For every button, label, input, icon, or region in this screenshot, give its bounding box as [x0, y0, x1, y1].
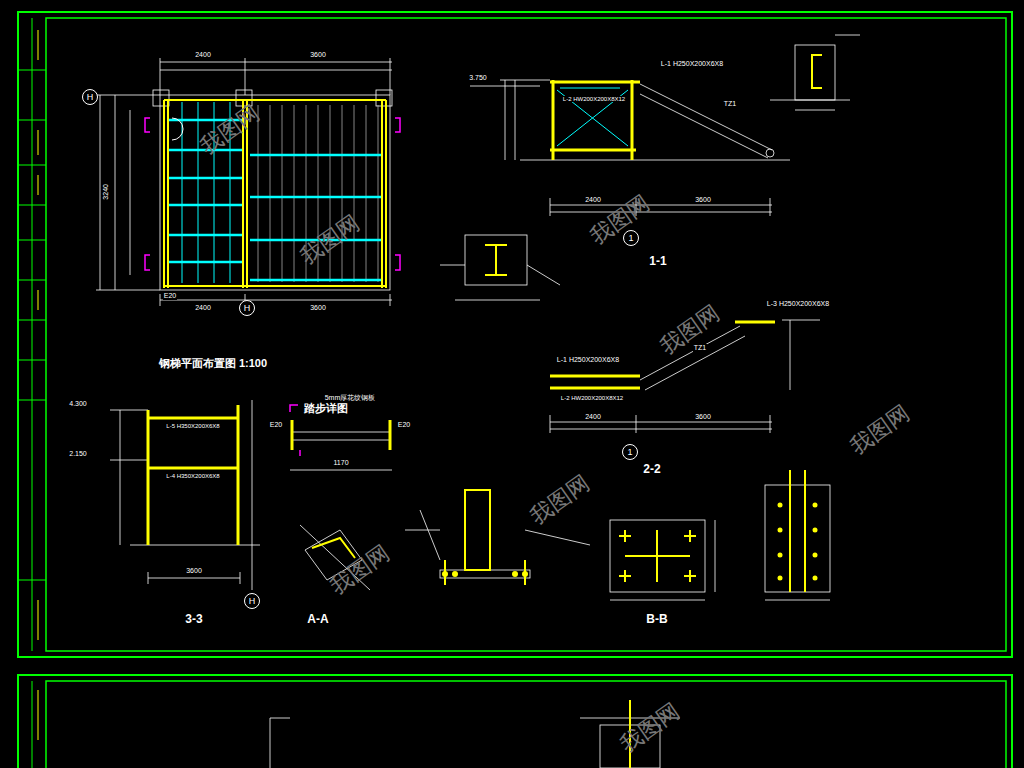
section-title: 1-1 — [648, 255, 667, 268]
section-title: B-B — [645, 613, 668, 626]
dimension: 2400 — [584, 196, 602, 204]
dimension: 3600 — [185, 567, 203, 575]
elevation: 4.300 — [68, 400, 88, 408]
member-label: L-2 HW200X200X8X12 — [560, 395, 624, 402]
dimension: 3600 — [309, 51, 327, 59]
member-label: TZ1 — [723, 100, 737, 108]
member-label: L-1 H250X200X6X8 — [660, 60, 724, 68]
bubble-text: 1 — [627, 448, 632, 457]
bubble-text: H — [244, 304, 251, 313]
section-title: 2-2 — [642, 463, 661, 476]
dimension: 2400 — [194, 51, 212, 59]
section-title: 3-3 — [184, 613, 203, 626]
dimension: 3600 — [694, 196, 712, 204]
sheet-frame — [18, 12, 1012, 768]
watermark: 我图网 — [525, 471, 595, 530]
detail-top-right — [770, 35, 860, 110]
elevation: 3.750 — [468, 74, 488, 82]
watermark: 我图网 — [845, 401, 915, 460]
member-label: E20 — [163, 292, 177, 300]
watermark: 我图网 — [325, 541, 395, 600]
watermark: 我图网 — [615, 699, 685, 758]
plan-view — [96, 58, 400, 306]
member-label: L-1 H250X200X6X8 — [556, 356, 620, 364]
member-label: L-4 H350X200X6X8 — [165, 473, 220, 480]
elevation: 2.150 — [68, 450, 88, 458]
grid-bubble: H — [239, 300, 255, 316]
title-strip — [18, 70, 46, 580]
dimension: 1170 — [332, 459, 349, 467]
dimension: 3600 — [309, 304, 327, 312]
member-label: E20 — [269, 421, 283, 429]
section-title: A-A — [306, 613, 329, 626]
bubble-text: H — [87, 93, 94, 102]
member-label: L-2 HW200X200X8X12 — [562, 96, 626, 103]
connection-detail — [765, 470, 830, 600]
member-label: L-5 H350X200X6X8 — [165, 423, 220, 430]
grid-bubble: H — [244, 593, 260, 609]
dimension: 2400 — [584, 413, 602, 421]
section-bubble: 1 — [622, 444, 638, 460]
section-1-1 — [440, 35, 860, 300]
plate-note: 5mm厚花纹钢板 — [324, 394, 377, 402]
drawing-title: 钢梯平面布置图 1:100 — [158, 357, 268, 369]
bubble-text: H — [249, 597, 256, 606]
member-label: E20 — [397, 421, 411, 429]
step-detail — [290, 405, 392, 470]
section-b-b — [610, 520, 715, 600]
watermark: 我图网 — [655, 301, 725, 360]
detail-middle — [440, 235, 560, 300]
bubble-text: 1 — [628, 234, 633, 243]
dimension: 3600 — [694, 413, 712, 421]
member-label: L-3 H250X200X6X8 — [766, 300, 830, 308]
dimension: 3240 — [102, 183, 110, 201]
title-strip-marks — [38, 30, 39, 740]
dimension: 2400 — [194, 304, 212, 312]
grid-bubble: H — [82, 89, 98, 105]
section-bubble: 1 — [623, 230, 639, 246]
detail-title: 踏步详图 — [303, 402, 349, 414]
member-label: TZ1 — [693, 344, 707, 352]
section-3-3 — [110, 400, 260, 590]
